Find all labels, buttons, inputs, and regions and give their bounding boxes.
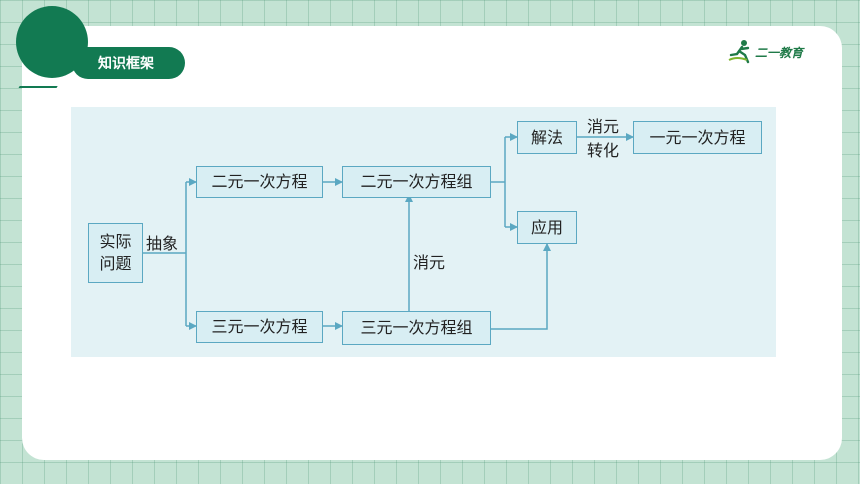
- node-three-var-equation: 三元一次方程: [196, 311, 323, 343]
- node-application: 应用: [517, 211, 577, 244]
- knowledge-diagram: 实际问题 二元一次方程 二元一次方程组 三元一次方程 三元一次方程组 解法 应用…: [71, 107, 776, 357]
- section-title: 知识框架: [72, 47, 185, 79]
- brand-name: 二一教育: [755, 46, 804, 60]
- corner-line-decoration: [18, 76, 64, 88]
- node-two-var-equation: 二元一次方程: [196, 166, 323, 198]
- node-two-var-system: 二元一次方程组: [342, 166, 491, 198]
- label-eliminate-top: 消元: [587, 117, 620, 136]
- label-abstract: 抽象: [146, 234, 179, 253]
- label-transform: 转化: [587, 141, 620, 160]
- running-person-logo-icon: [728, 40, 750, 64]
- label-eliminate-vertical: 消元: [413, 253, 446, 272]
- node-solution: 解法: [517, 121, 577, 154]
- node-real-problem: 实际问题: [88, 223, 143, 283]
- node-one-var-equation: 一元一次方程: [633, 121, 762, 154]
- arrow-three-sys-to-application: [491, 243, 551, 330]
- node-three-var-system: 三元一次方程组: [342, 311, 491, 345]
